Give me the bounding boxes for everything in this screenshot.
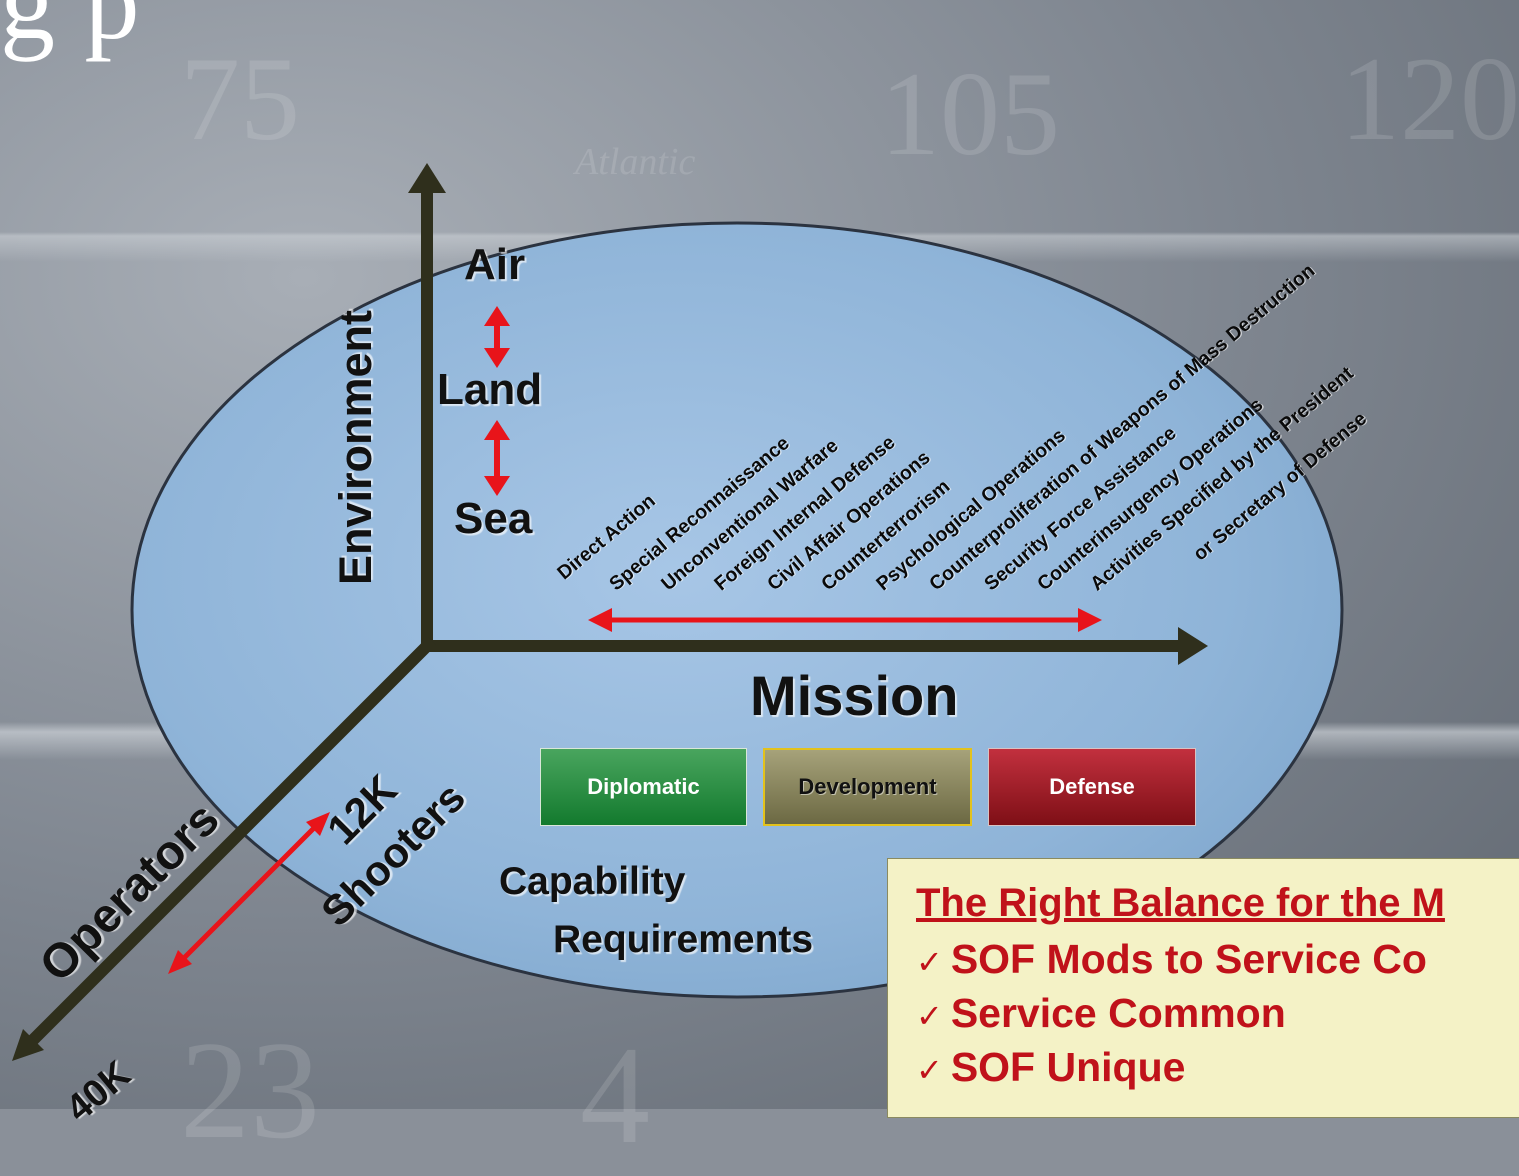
- development-box: Development: [763, 748, 972, 826]
- right-balance-title: The Right Balance for the M: [916, 881, 1445, 925]
- mission-axis: [421, 627, 1208, 665]
- balance-item-service-common: ✓Service Common: [916, 988, 1519, 1042]
- checkmark-icon: ✓: [916, 1051, 943, 1089]
- checkmark-icon: ✓: [916, 997, 943, 1035]
- balance-item-text: SOF Unique: [950, 1044, 1186, 1090]
- mission-range-arrow: [588, 608, 1102, 632]
- balance-item-text: Service Common: [950, 990, 1286, 1036]
- mission-axis-label: Mission: [750, 664, 959, 727]
- land-sea-arrow: [484, 420, 510, 496]
- operators-range-arrow: [168, 812, 330, 974]
- capability-label-line1: Capability: [499, 860, 686, 903]
- checkmark-icon: ✓: [916, 943, 943, 981]
- environment-axis: [408, 163, 446, 648]
- defense-box: Defense: [988, 748, 1196, 826]
- capability-label-line2: Requirements: [553, 918, 814, 961]
- environment-land: Land: [437, 365, 543, 414]
- diplomatic-box: Diplomatic: [540, 748, 747, 826]
- environment-air: Air: [464, 240, 526, 289]
- environment-axis-label: Environment: [330, 309, 381, 585]
- balance-item-sof-mods: ✓SOF Mods to Service Co: [916, 934, 1519, 988]
- balance-item-sof-unique: ✓SOF Unique: [916, 1042, 1519, 1096]
- right-balance-box: The Right Balance for the M ✓SOF Mods to…: [887, 858, 1519, 1118]
- environment-sea: Sea: [454, 494, 533, 543]
- operators-axis: [12, 636, 437, 1061]
- balance-item-text: SOF Mods to Service Co: [950, 936, 1427, 982]
- slide-title-fragment: g p: [0, 0, 141, 62]
- air-land-arrow: [484, 306, 510, 368]
